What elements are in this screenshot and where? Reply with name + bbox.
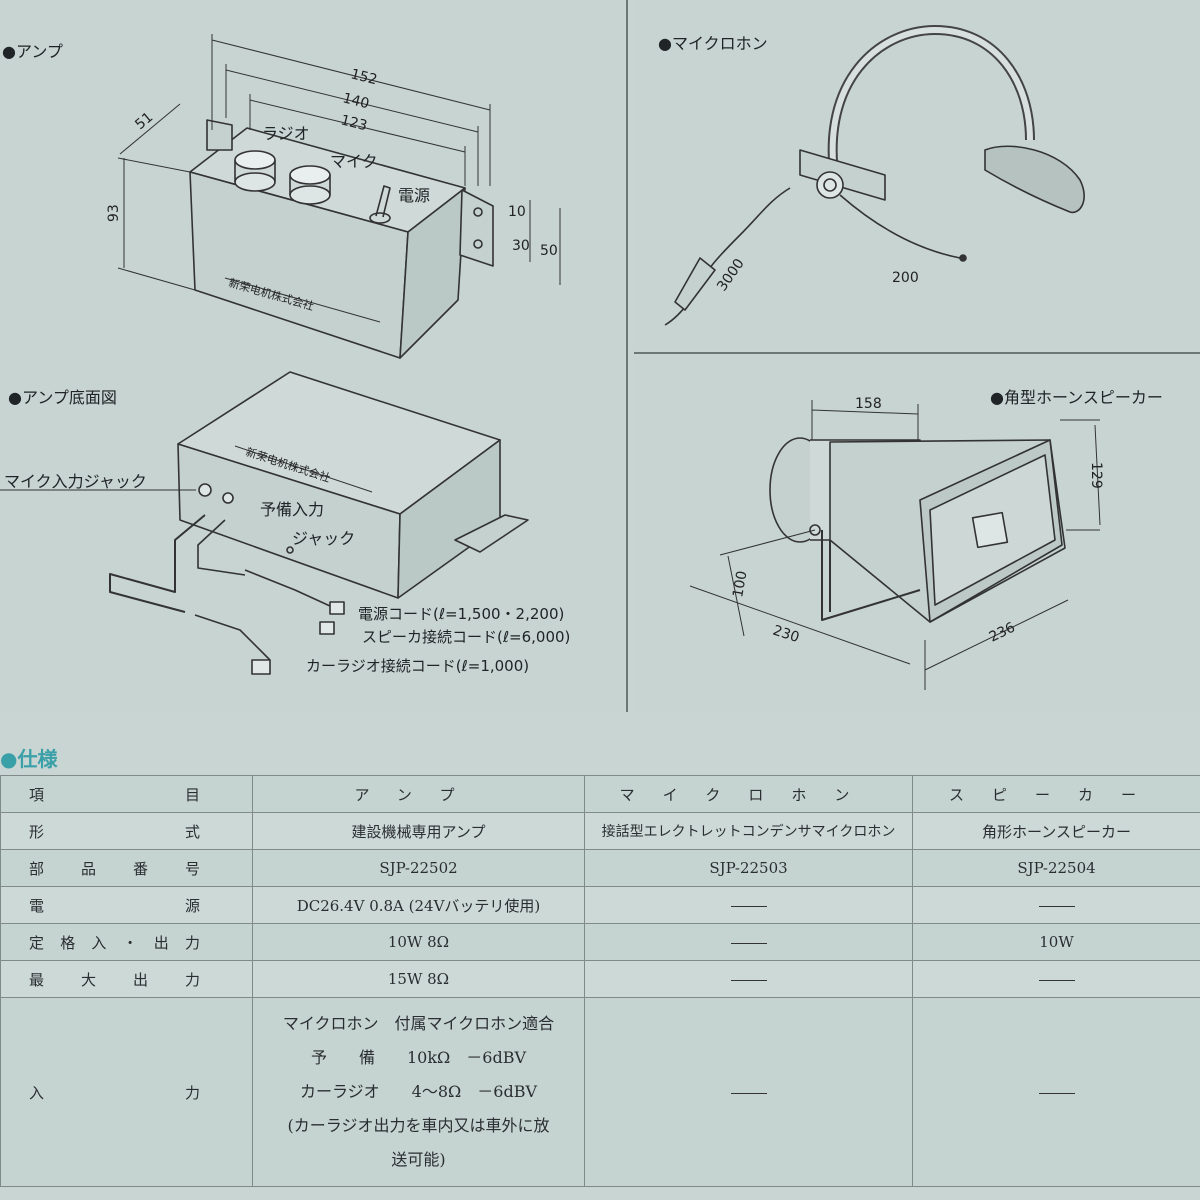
dim-mic-3000: 3000 bbox=[714, 256, 748, 294]
jack-label: ジャック bbox=[292, 529, 356, 548]
cell-speaker: 角形ホーンスピーカー bbox=[912, 812, 1200, 850]
mic-panel bbox=[634, 0, 1200, 350]
empty-dash bbox=[1038, 1092, 1075, 1094]
input-line: 予 備 10kΩ －6dBV bbox=[310, 1048, 527, 1067]
cell-mic bbox=[584, 923, 913, 961]
empty-dash bbox=[730, 942, 767, 944]
dim-horn-230: 230 bbox=[771, 623, 801, 646]
empty-dash bbox=[730, 979, 767, 981]
mic-knob-label: マイク bbox=[330, 152, 378, 171]
header-item: 項目 bbox=[0, 775, 253, 813]
cell-mic: SJP-22503 bbox=[584, 849, 913, 887]
power-switch-label: 電源 bbox=[398, 186, 431, 205]
dim-amp-51: 51 bbox=[132, 109, 156, 133]
amp-panel bbox=[0, 0, 625, 712]
spec-row-rated-io: 定格入・出力 10W 8Ω 10W bbox=[0, 923, 1200, 961]
spec-row-type: 形式 建設機械専用アンプ 接話型エレクトレットコンデンサマイクロホン 角形ホーン… bbox=[0, 812, 1200, 850]
empty-dash bbox=[1038, 905, 1075, 907]
radio-cord-label: カーラジオ接続コード(ℓ=1,000) bbox=[306, 657, 530, 675]
cell-amp: 建設機械専用アンプ bbox=[252, 812, 585, 850]
dim-amp-93: 93 bbox=[106, 204, 122, 222]
power-cord-label: 電源コード(ℓ=1,500・2,200) bbox=[358, 605, 565, 623]
dim-horn-158: 158 bbox=[855, 396, 882, 412]
header-mic: マイクロホン bbox=[584, 775, 913, 813]
dim-amp-140: 140 bbox=[341, 90, 371, 112]
cell-amp-input: マイクロホン 付属マイクロホン適合 予 備 10kΩ －6dBV カーラジオ 4… bbox=[252, 997, 585, 1187]
cell-amp: 10W 8Ω bbox=[252, 923, 585, 961]
dim-mic-200: 200 bbox=[892, 270, 919, 286]
dim-amp-152: 152 bbox=[349, 66, 379, 88]
amp-drawing bbox=[117, 34, 561, 359]
dim-amp-123: 123 bbox=[339, 112, 369, 134]
horizontal-divider bbox=[634, 352, 1200, 354]
header-amp: アンプ bbox=[252, 775, 585, 813]
row-label: 部品番号 bbox=[0, 849, 253, 887]
dim-horn-100: 100 bbox=[730, 570, 750, 599]
input-line: カーラジオ 4～8Ω －6dBV bbox=[299, 1082, 538, 1101]
mic-drawing bbox=[664, 25, 1085, 326]
horn-title: ●角型ホーンスピーカー bbox=[990, 388, 1163, 407]
amp-bottom-title: ●アンプ底面図 bbox=[8, 388, 117, 407]
dim-amp-30: 30 bbox=[512, 238, 530, 254]
spec-row-input: 入力 マイクロホン 付属マイクロホン適合 予 備 10kΩ －6dBV カーラジ… bbox=[0, 997, 1200, 1187]
input-line: (カーラジオ出力を車内又は車外に放 bbox=[287, 1116, 550, 1135]
dim-horn-129: 129 bbox=[1088, 462, 1104, 489]
dim-amp-50: 50 bbox=[540, 243, 558, 259]
input-line: 送可能) bbox=[391, 1150, 446, 1169]
spec-row-power: 電源 DC26.4V 0.8A (24Vバッテリ使用) bbox=[0, 886, 1200, 924]
technical-drawings: 152 140 123 51 93 10 30 50 3000 200 158 … bbox=[0, 25, 1104, 690]
amp-bottom-drawing bbox=[0, 371, 529, 675]
vertical-divider bbox=[626, 0, 628, 712]
cell-speaker: SJP-22504 bbox=[912, 849, 1200, 887]
spec-header-row: 項目 アンプ マイクロホン スピーカー bbox=[0, 775, 1200, 813]
spec-row-max-output: 最大出力 15W 8Ω bbox=[0, 960, 1200, 998]
row-label: 形式 bbox=[0, 812, 253, 850]
cell-amp: SJP-22502 bbox=[252, 849, 585, 887]
spare-input-label: 予備入力 bbox=[260, 500, 325, 519]
cell-amp: 15W 8Ω bbox=[252, 960, 585, 998]
radio-knob-label: ラジオ bbox=[262, 124, 310, 143]
cell-speaker bbox=[912, 886, 1200, 924]
empty-dash bbox=[730, 905, 767, 907]
dim-amp-10: 10 bbox=[508, 204, 526, 220]
cell-mic: 接話型エレクトレットコンデンサマイクロホン bbox=[584, 812, 913, 850]
mic-jack-label: マイク入力ジャック bbox=[4, 472, 147, 491]
header-speaker: スピーカー bbox=[912, 775, 1200, 813]
speaker-cord-label: スピーカ接続コード(ℓ=6,000) bbox=[362, 628, 571, 646]
cell-speaker bbox=[912, 997, 1200, 1187]
cell-mic bbox=[584, 960, 913, 998]
cell-amp: DC26.4V 0.8A (24Vバッテリ使用) bbox=[252, 886, 585, 924]
amp-title: ●アンプ bbox=[2, 42, 63, 61]
spec-row-part-number: 部品番号 SJP-22502 SJP-22503 SJP-22504 bbox=[0, 849, 1200, 887]
row-label: 定格入・出力 bbox=[0, 923, 253, 961]
input-line: マイクロホン 付属マイクロホン適合 bbox=[282, 1014, 555, 1033]
cell-mic bbox=[584, 997, 913, 1187]
dim-horn-236: 236 bbox=[987, 619, 1018, 645]
empty-dash bbox=[1038, 979, 1075, 981]
cell-mic bbox=[584, 886, 913, 924]
horn-drawing bbox=[689, 400, 1101, 690]
row-label: 入力 bbox=[0, 997, 253, 1187]
cell-speaker bbox=[912, 960, 1200, 998]
empty-dash bbox=[730, 1092, 767, 1094]
spec-table: 項目 アンプ マイクロホン スピーカー 形式 建設機械専用アンプ 接話型エレクト… bbox=[0, 775, 1200, 1187]
cell-speaker: 10W bbox=[912, 923, 1200, 961]
spec-title: ●仕様 bbox=[0, 747, 58, 771]
mic-title: ●マイクロホン bbox=[658, 34, 768, 53]
row-label: 最大出力 bbox=[0, 960, 253, 998]
row-label: 電源 bbox=[0, 886, 253, 924]
